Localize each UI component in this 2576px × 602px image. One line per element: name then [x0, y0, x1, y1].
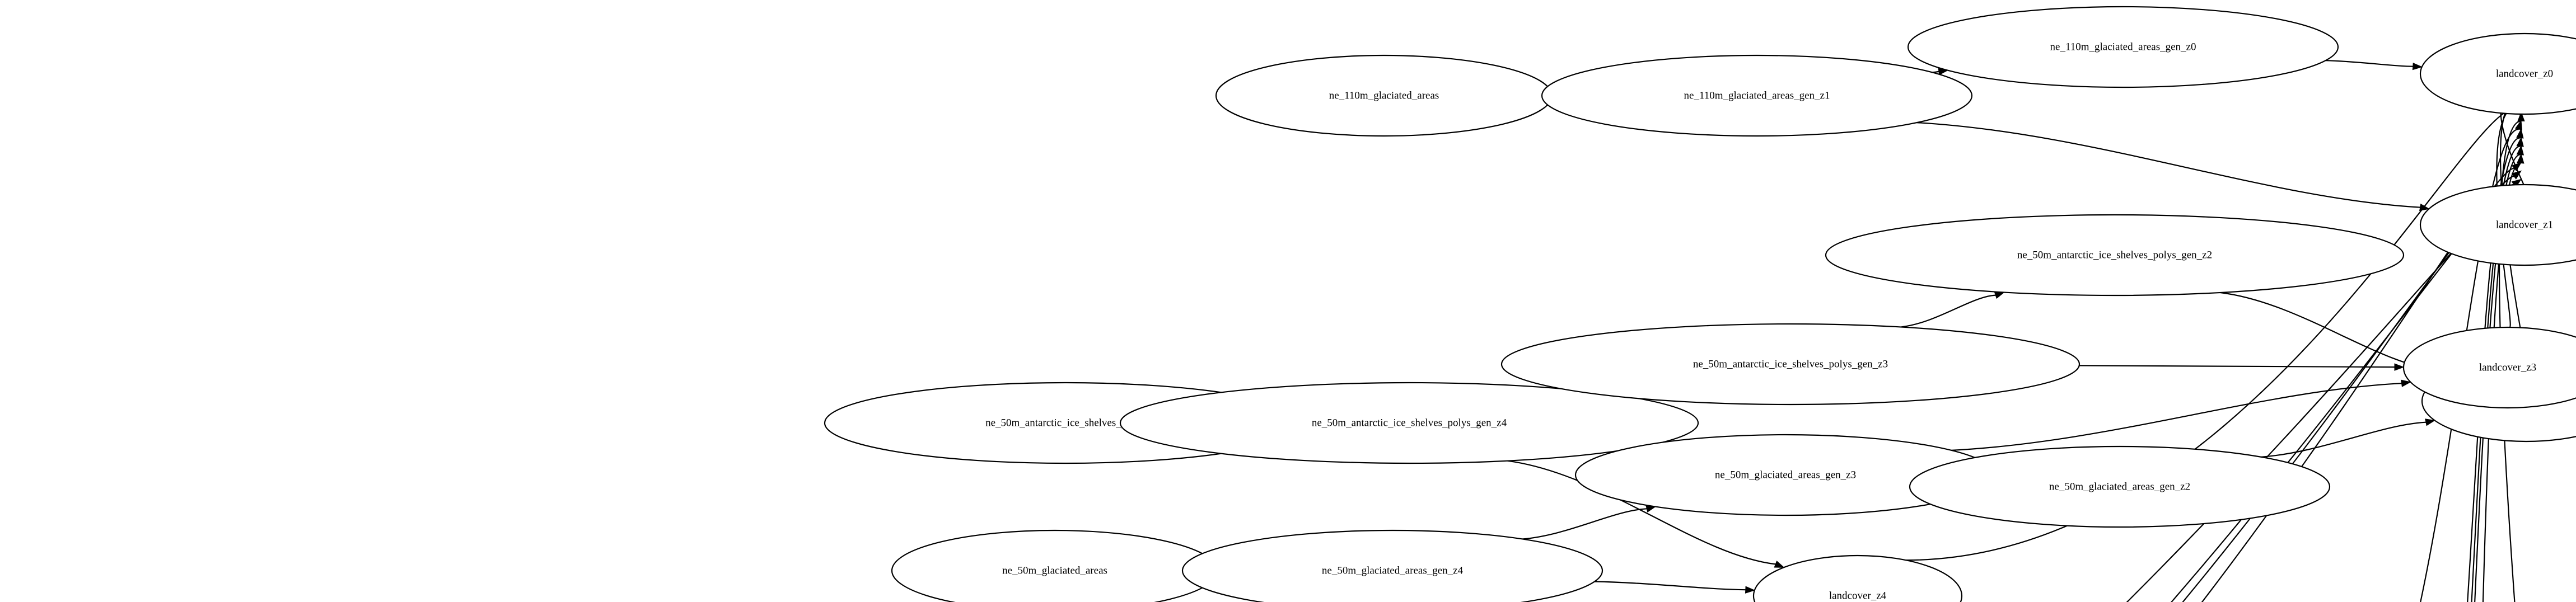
- node-label: ne_50m_glaciated_areas: [1002, 565, 1107, 577]
- arrow-head-icon: [2394, 363, 2405, 371]
- node-ellipse: [1119, 382, 1699, 464]
- graph-node-ne_110m_glaciated_areas_gen_z0[interactable]: ne_110m_glaciated_areas_gen_z0: [1907, 6, 2339, 88]
- node-label: ne_50m_antarctic_ice_shelves_polys_gen_z…: [1312, 417, 1507, 429]
- arrow-head-icon: [2511, 162, 2522, 172]
- arrow-head-icon: [2425, 418, 2435, 426]
- node-label: ne_50m_glaciated_areas_gen_z3: [1715, 469, 1856, 481]
- node-label: landcover_z1: [2496, 219, 2553, 231]
- node-ellipse: [2419, 32, 2576, 115]
- graph-node-ne_50m_antarctic_ice_shelves_polys_gen_z2[interactable]: ne_50m_antarctic_ice_shelves_polys_gen_z…: [1825, 214, 2405, 297]
- node-label: ne_110m_glaciated_areas_gen_z1: [1684, 90, 1830, 102]
- node-ellipse: [1752, 554, 1963, 602]
- arrow-head-icon: [2516, 145, 2524, 156]
- arrow-head-icon: [1994, 291, 2005, 299]
- edge-ne_110m_glaciated_areas_gen_z1-to-landcover_z1: [1916, 122, 2420, 208]
- edge-osm_landcover_polygon-to-layer_landcover_z14: [2126, 191, 2514, 602]
- node-label: landcover_z4: [1829, 590, 1887, 602]
- edge-ne_50m_antarctic_ice_shelves_polys_gen_z3-to-ne_50m_antarctic_ice_shelves_polys_gen_z2: [1901, 294, 1996, 328]
- graph-node-landcover_z4[interactable]: landcover_z4: [1752, 554, 1963, 602]
- arrow-head-icon: [2516, 137, 2524, 147]
- edge-ne_110m_glaciated_areas_gen_z0-to-landcover_z0: [2325, 60, 2413, 67]
- arrow-head-icon: [1745, 586, 1756, 594]
- graph-node-landcover_z1[interactable]: landcover_z1: [2419, 184, 2576, 266]
- graph-node-ne_110m_glaciated_areas_gen_z1[interactable]: ne_110m_glaciated_areas_gen_z1: [1541, 54, 1973, 137]
- arrow-head-icon: [2515, 120, 2523, 131]
- edge-landcover_z4-to-layer_landcover_z4: [1905, 108, 2514, 561]
- graph-node-landcover_z3[interactable]: landcover_z3: [2402, 326, 2576, 409]
- node-ellipse: [1907, 6, 2339, 88]
- graph-node-ne_50m_antarctic_ice_shelves_polys_gen_z4[interactable]: ne_50m_antarctic_ice_shelves_polys_gen_z…: [1119, 382, 1699, 464]
- node-label: landcover_z3: [2479, 362, 2536, 374]
- node-label: ne_110m_glaciated_areas: [1329, 90, 1439, 102]
- edge-ne_50m_glaciated_areas_gen_z4-to-ne_50m_glaciated_areas_gen_z3: [1522, 508, 1647, 540]
- node-label: ne_50m_antarctic_ice_shelves_polys_gen_z…: [1693, 359, 1888, 370]
- node-ellipse: [1541, 54, 1973, 137]
- node-ellipse: [1500, 323, 2081, 406]
- graph-node-landcover_z0[interactable]: landcover_z0: [2419, 32, 2576, 115]
- graph-node-ne_50m_antarctic_ice_shelves_polys_gen_z3[interactable]: ne_50m_antarctic_ice_shelves_polys_gen_z…: [1500, 323, 2081, 406]
- node-label: ne_50m_glaciated_areas_gen_z4: [1322, 565, 1464, 577]
- arrow-head-icon: [1774, 560, 1785, 568]
- edge-ne_50m_antarctic_ice_shelves_polys_gen_z4-to-landcover_z4: [1507, 460, 1776, 565]
- edge-osm_landcover_gen_z12-to-layer_landcover_z12: [2182, 176, 2514, 602]
- edge-ne_50m_antarctic_ice_shelves_polys_gen_z3-to-landcover_z3: [2079, 365, 2395, 368]
- graph-node-ne_50m_glaciated_areas[interactable]: ne_50m_glaciated_areas: [891, 529, 1219, 602]
- graph-node-ne_50m_glaciated_areas_gen_z3[interactable]: ne_50m_glaciated_areas_gen_z3: [1574, 434, 1997, 516]
- node-ellipse: [1909, 445, 2331, 528]
- arrow-head-icon: [2401, 379, 2411, 387]
- graph-node-ne_50m_glaciated_areas_gen_z2[interactable]: ne_50m_glaciated_areas_gen_z2: [1909, 445, 2331, 528]
- node-label: ne_110m_glaciated_areas_gen_z0: [2050, 41, 2196, 53]
- edge-osm_landcover_gen_z13-to-layer_landcover_z13: [2171, 184, 2514, 602]
- edge-ne_50m_glaciated_areas_gen_z3-to-landcover_z3: [1951, 383, 2402, 451]
- edge-landcover_z6-to-layer_landcover_z6: [2420, 128, 2519, 602]
- node-ellipse: [2402, 326, 2576, 409]
- node-ellipse: [1182, 529, 1603, 602]
- node-label: landcover_z0: [2496, 68, 2553, 80]
- nodes-layer: imposm3osm_landcover_polygonsimplify_vw_…: [824, 6, 2576, 602]
- node-label: ne_50m_glaciated_areas_gen_z2: [2049, 481, 2190, 493]
- graph-node-ne_50m_glaciated_areas_gen_z4[interactable]: ne_50m_glaciated_areas_gen_z4: [1182, 529, 1603, 602]
- node-label: ne_50m_antarctic_ice_shelves_polys_gen_z…: [2017, 250, 2212, 261]
- node-label: ne_50m_antarctic_ice_shelves_polys: [985, 417, 1144, 429]
- graph-node-ne_110m_glaciated_areas[interactable]: ne_110m_glaciated_areas: [1215, 54, 1553, 137]
- arrow-head-icon: [2517, 153, 2524, 164]
- node-ellipse: [2419, 184, 2576, 266]
- edge-ne_50m_glaciated_areas_gen_z4-to-landcover_z4: [1594, 581, 1746, 591]
- arrow-head-icon: [2412, 62, 2423, 70]
- arrow-head-icon: [2516, 128, 2524, 139]
- edge-ne_50m_glaciated_areas_gen_z2-to-landcover_z2: [2261, 421, 2427, 458]
- node-ellipse: [1825, 214, 2405, 297]
